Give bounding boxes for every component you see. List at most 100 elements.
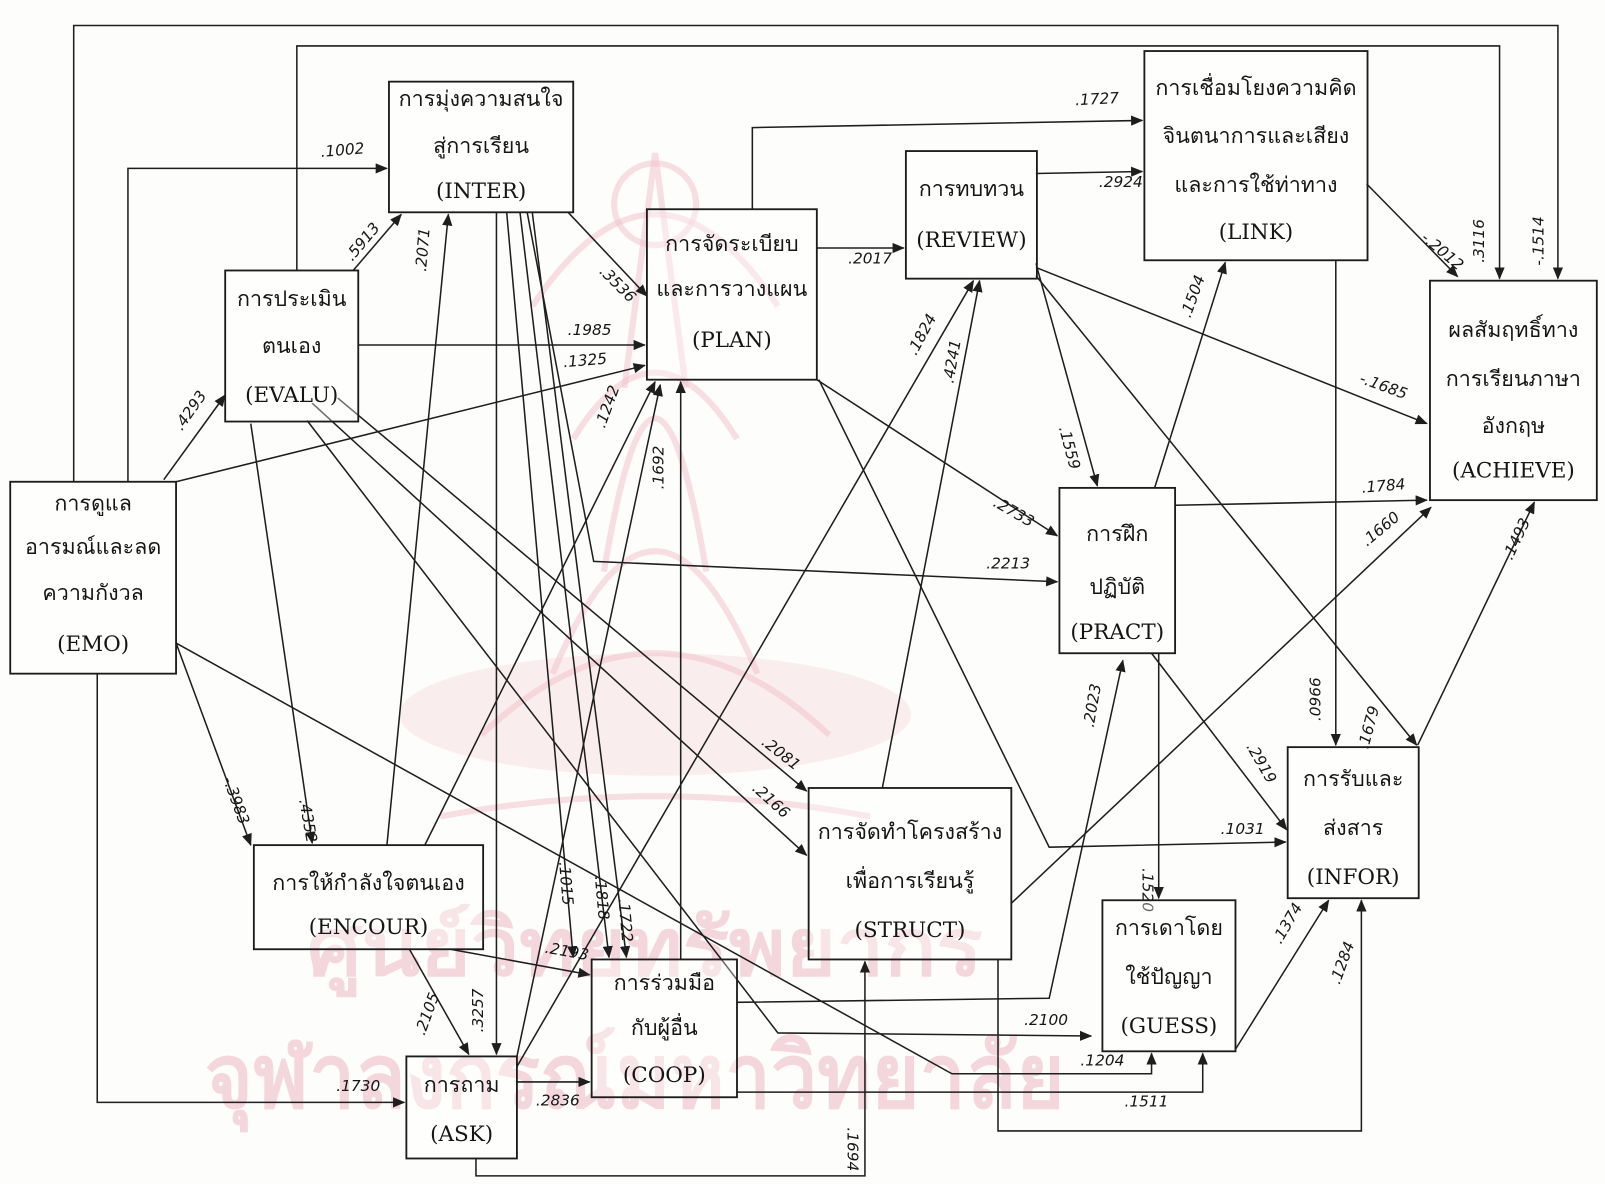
node-label-line: การร่วมมือ — [614, 971, 715, 996]
node-label-line: ตนเอง — [262, 334, 321, 359]
node-label-line: การจัดทำโครงสร้าง — [818, 819, 1003, 845]
path-coefficient: .3257 — [469, 988, 487, 1032]
node-label-line: (INTER) — [436, 179, 526, 204]
node-label-line: (PRACT) — [1070, 620, 1164, 645]
node-ask: การถาม (ASK) — [405, 1055, 518, 1160]
path-arrow — [1365, 183, 1459, 278]
path-coefficient: .2023 — [1080, 682, 1105, 728]
node-box — [1101, 899, 1237, 1053]
path-coefficient: .2924 — [1099, 173, 1143, 191]
node-label-line: (ENCOUR) — [309, 915, 429, 940]
path-coefficient: .2213 — [986, 555, 1030, 573]
path-coefficient: .1374 — [1269, 900, 1307, 947]
node-label-line: การประเมิน — [237, 287, 347, 312]
node-link: การเชื่อมโยงความคิดจินตนาการและเสียงและก… — [1143, 50, 1369, 262]
path-arrow — [337, 397, 808, 792]
node-label-line: ผลสัมฤทธิ์ทาง — [1448, 314, 1578, 343]
path-arrow — [450, 948, 591, 978]
path-arrow — [505, 212, 578, 959]
path-arrow — [96, 673, 406, 1108]
path-arrow — [475, 960, 871, 1177]
node-box — [252, 844, 485, 951]
watermark: ศูนย์วิทยทรัพยากร จุฬาลงกรณ์มหาวิทยาลัย — [205, 152, 1065, 1132]
path-arrow — [1416, 501, 1536, 746]
node-label-line: (STRUCT) — [855, 918, 966, 943]
node-label-line: เพื่อการเรียนรู้ — [846, 866, 975, 894]
path-arrow — [296, 45, 1505, 280]
path-arrow — [386, 213, 453, 846]
path-arrow — [751, 115, 1144, 210]
path-coefficient: -.3983 — [219, 774, 253, 827]
node-box — [590, 958, 738, 1099]
node-label-line: สู่การเรียน — [433, 134, 529, 159]
node-label-line: (LINK) — [1219, 220, 1293, 245]
path-coefficient: .1504 — [1177, 273, 1209, 320]
path-coefficient: .2733 — [990, 493, 1037, 530]
node-box — [1143, 50, 1369, 262]
path-coefficient: .1694 — [844, 1127, 862, 1171]
path-coefficient: .1031 — [1221, 820, 1265, 838]
path-arrow — [1035, 275, 1418, 746]
node-label-line: (GUESS) — [1121, 1014, 1218, 1039]
node-label-line: การเรียนภาษา — [1446, 367, 1581, 392]
path-coefficient: .1722 — [614, 898, 636, 943]
path-arrow — [736, 1052, 1208, 1093]
node-encour: การให้กำลังใจตนเอง (ENCOUR) — [252, 844, 485, 951]
path-coefficient: .3116 — [1470, 219, 1488, 263]
node-label-line: (ASK) — [430, 1122, 493, 1147]
path-arrow — [997, 899, 1367, 1132]
node-box — [904, 150, 1038, 280]
node-label-line: และการวางแผน — [656, 277, 807, 302]
node-label-line: (EMO) — [57, 632, 129, 657]
node-box — [405, 1055, 518, 1160]
watermark-emblem — [399, 152, 912, 820]
node-box — [224, 269, 360, 423]
path-arrow — [163, 394, 226, 481]
path-arrow — [424, 380, 656, 846]
node-box — [1429, 279, 1598, 502]
node-label-line: (REVIEW) — [916, 228, 1026, 253]
path-arrow — [519, 212, 613, 959]
path-coefficient: .2071 — [412, 227, 434, 272]
node-label-line: (INFOR) — [1307, 865, 1400, 890]
path-coefficient: .2836 — [536, 1091, 580, 1109]
node-box — [1058, 486, 1177, 655]
path-arrow — [881, 279, 983, 789]
path-arrow — [516, 383, 663, 1057]
path-coefficient: .1204 — [1080, 1052, 1124, 1070]
node-coop: การร่วมมือกับผู้อื่น(COOP) — [590, 958, 738, 1099]
path-coefficient: .1730 — [336, 1077, 380, 1095]
path-arrow — [306, 420, 1093, 1041]
node-label-line: (EVALU) — [245, 383, 338, 408]
path-arrow — [531, 212, 631, 959]
node-label-line: การถาม — [424, 1073, 500, 1098]
path-arrow — [1035, 166, 1144, 177]
node-label-line: อังกฤษ — [1482, 414, 1546, 439]
node-label-line: ปฏิบัติ — [1089, 575, 1145, 600]
path-arrow — [526, 212, 1059, 587]
path-arrow — [175, 363, 646, 483]
node-label-line: การทบทวน — [919, 177, 1025, 202]
node-box — [807, 787, 1013, 961]
path-arrow — [1153, 261, 1227, 489]
path-coefficient: .1727 — [1075, 89, 1120, 109]
node-label-line: ใช้ปัญญา — [1125, 964, 1212, 990]
node-label-line: (ACHIEVE) — [1452, 459, 1575, 484]
path-coefficient: .1784 — [1361, 475, 1406, 497]
path-coefficient: .1660 — [1358, 508, 1403, 550]
node-label-line: การรับและ — [1303, 767, 1403, 792]
path-arrow — [1234, 899, 1330, 1050]
path-arrow — [1175, 495, 1428, 507]
node-label-line: การให้กำลังใจตนเอง — [272, 870, 464, 896]
path-arrow — [1035, 266, 1428, 425]
node-label-line: ความกังวล — [42, 581, 143, 606]
path-coefficient: .2017 — [848, 249, 892, 267]
